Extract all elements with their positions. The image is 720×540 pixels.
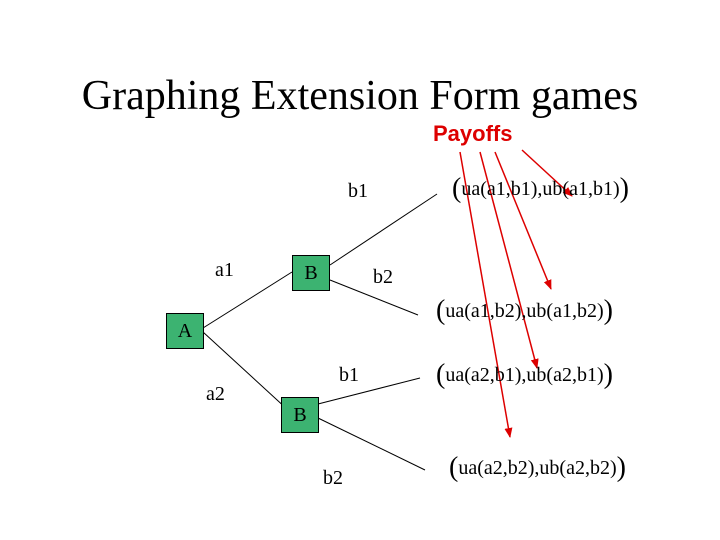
edge-a1: [202, 271, 293, 329]
slide-title: Graphing Extension Form games: [81, 73, 639, 119]
close-paren: ): [603, 359, 613, 390]
edge-lower-b2: [317, 417, 426, 471]
node-b-lower: B: [281, 397, 319, 433]
close-paren: ): [619, 173, 629, 204]
payoff-arrow-4: [459, 151, 513, 438]
branch-label-lower-b1: b1: [339, 364, 359, 386]
payoff-arrow-2: [494, 151, 552, 290]
outcome-a1-b1: (ua(a1,b1),ub(a1,b1)): [452, 174, 629, 204]
edge-a2: [202, 331, 289, 411]
outcome-a1-b2: (ua(a1,b2),ub(a1,b2)): [436, 296, 613, 326]
node-a: A: [166, 313, 204, 349]
payoffs-label: Payoffs: [433, 121, 513, 146]
node-b-upper: B: [292, 255, 330, 291]
outcome-text: ua(a1,b2),ub(a1,b2): [445, 300, 604, 322]
close-paren: ): [603, 295, 613, 326]
outcome-text: ua(a2,b2),ub(a2,b2): [458, 457, 617, 479]
payoff-arrow-1: [521, 149, 573, 197]
branch-label-a2: a2: [206, 383, 225, 405]
branch-label-a1: a1: [215, 259, 234, 281]
edge-lower-b1: [317, 377, 421, 405]
outcome-a2-b1: (ua(a2,b1),ub(a2,b1)): [436, 360, 613, 390]
open-paren: (: [436, 359, 446, 390]
open-paren: (: [436, 295, 446, 326]
open-paren: (: [449, 452, 459, 483]
close-paren: ): [616, 452, 626, 483]
outcome-text: ua(a1,b1),ub(a1,b1): [461, 178, 620, 200]
branch-label-upper-b1: b1: [348, 180, 368, 202]
branch-label-lower-b2: b2: [323, 467, 343, 489]
edge-upper-b2: [329, 279, 419, 316]
open-paren: (: [452, 173, 462, 204]
outcome-a2-b2: (ua(a2,b2),ub(a2,b2)): [449, 453, 626, 483]
outcome-text: ua(a2,b1),ub(a2,b1): [445, 364, 604, 386]
edge-upper-b1: [329, 193, 438, 266]
branch-label-upper-b2: b2: [373, 266, 393, 288]
payoff-arrow-3: [479, 151, 539, 369]
